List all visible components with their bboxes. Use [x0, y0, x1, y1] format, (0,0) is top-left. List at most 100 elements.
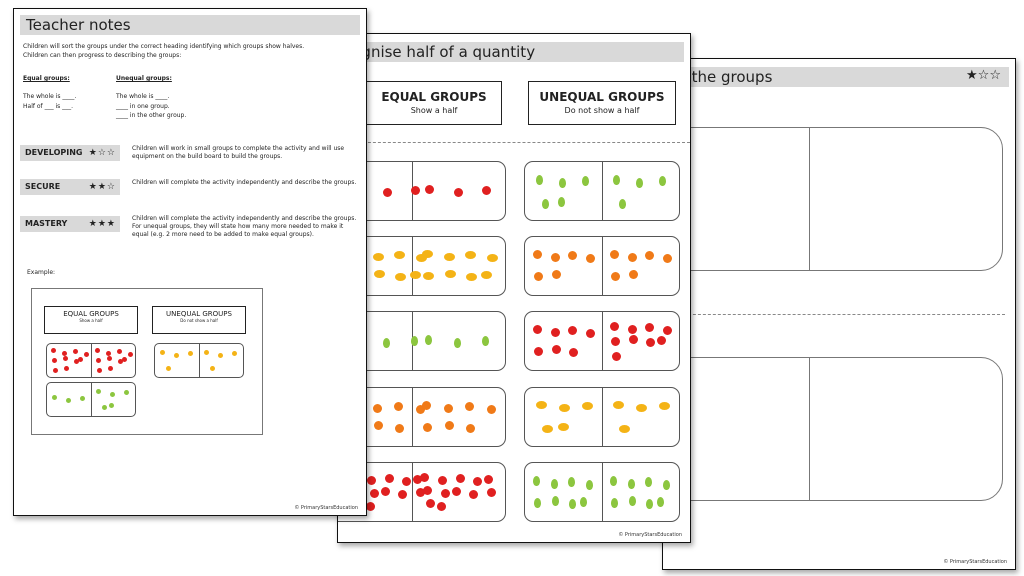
fruit-icon: [63, 366, 69, 371]
sheet-title: cognise half of a quantity: [338, 42, 684, 62]
heading: UNEQUAL GROUPS: [539, 90, 665, 104]
orange-icon: [586, 254, 596, 263]
lemon-icon: [443, 253, 455, 261]
fruit-icon: [124, 390, 129, 395]
lemon-icon: [465, 251, 477, 259]
pear-icon: [425, 335, 433, 345]
fruit-icon: [73, 359, 79, 364]
equal-groups-label: Equal groups:: [23, 75, 70, 82]
apple-icon: [440, 489, 450, 498]
apple-icon: [425, 185, 435, 194]
lemon-icon: [421, 250, 433, 258]
apple-icon: [569, 348, 579, 357]
fruit-icon: [94, 348, 100, 353]
apple-icon: [380, 487, 390, 496]
pear-icon: [551, 496, 559, 506]
apple-icon: [369, 489, 379, 498]
example-domino: [46, 382, 136, 417]
stars-icon: ★★☆: [88, 182, 116, 192]
sentence-stem: The whole is ____.: [23, 93, 77, 100]
orange-icon: [568, 251, 578, 260]
fruit-icon: [210, 366, 215, 371]
stars-icon: ★☆☆: [88, 148, 116, 158]
apple-icon: [473, 476, 483, 486]
level-description: Children will work in small groups to co…: [132, 145, 345, 160]
pear-icon: [568, 477, 576, 487]
apple-icon: [487, 488, 497, 497]
fruit-icon: [83, 352, 89, 357]
lemon-icon: [487, 254, 499, 262]
lemon-icon: [612, 401, 624, 409]
pear-icon: [663, 480, 671, 490]
lemon-icon: [618, 425, 630, 433]
fruit-icon: [109, 403, 114, 408]
pear-icon: [612, 175, 620, 185]
example-label: Example:: [27, 269, 56, 276]
pear-icon: [382, 338, 390, 348]
orange-icon: [422, 423, 432, 432]
orange-icon: [466, 424, 476, 433]
orange-icon: [373, 421, 383, 430]
apple-icon: [365, 502, 375, 512]
level-description: Children will complete the activity inde…: [132, 215, 357, 238]
build-board-box-bottom: [663, 357, 1003, 501]
worksheet-recognise-half: cognise half of a quantity EQUAL GROUPS …: [337, 33, 691, 543]
orange-icon: [645, 251, 655, 260]
lemon-icon: [466, 273, 478, 281]
fruit-icon: [96, 368, 102, 373]
apple-icon: [366, 475, 376, 485]
apple-icon: [609, 321, 619, 331]
domino-card: [524, 311, 680, 371]
apple-icon: [484, 474, 494, 484]
pear-icon: [646, 499, 654, 509]
orange-icon: [444, 421, 454, 430]
apple-icon: [469, 490, 479, 499]
pear-icon: [627, 479, 635, 489]
fruit-icon: [106, 356, 112, 361]
apple-icon: [402, 476, 412, 486]
fruit-icon: [61, 351, 67, 356]
fruit-icon: [62, 356, 68, 361]
fruit-icon: [188, 351, 193, 356]
lemon-icon: [444, 270, 456, 278]
orange-icon: [610, 272, 620, 281]
level-secure: SECURE ★★☆: [20, 179, 120, 195]
orange-icon: [394, 402, 404, 411]
pear-icon: [610, 498, 618, 508]
build-board-box-top: [663, 127, 1003, 271]
unequal-groups-label: Unequal groups:: [116, 75, 172, 82]
orange-icon: [372, 404, 382, 413]
orange-icon: [416, 405, 426, 414]
pear-icon: [550, 479, 558, 489]
subheading: Do not show a half: [564, 106, 640, 115]
apple-icon: [451, 487, 461, 496]
fruit-icon: [105, 351, 111, 356]
domino-card: [524, 462, 680, 522]
orange-icon: [663, 254, 673, 263]
fruit-icon: [174, 353, 179, 358]
domino-card: [524, 236, 680, 296]
orange-icon: [551, 270, 561, 279]
lemon-icon: [658, 402, 670, 410]
equal-groups-heading-card: EQUAL GROUPS Show a half: [366, 81, 502, 125]
lemon-icon: [557, 423, 569, 431]
sentence-stem: The whole is ____.: [116, 93, 170, 100]
unequal-groups-heading-card: UNEQUAL GROUPS Do not show a half: [528, 81, 676, 125]
apple-icon: [422, 486, 432, 495]
heading: EQUAL GROUPS: [381, 90, 487, 104]
pear-icon: [535, 175, 543, 185]
orange-icon: [609, 250, 619, 259]
dashed-divider: [338, 142, 690, 143]
dashed-divider: [663, 314, 1005, 315]
pear-icon: [658, 176, 666, 186]
lemon-icon: [535, 401, 547, 409]
apple-icon: [645, 322, 655, 332]
apple-icon: [436, 502, 446, 512]
pear-icon: [558, 178, 566, 188]
fruit-icon: [110, 392, 115, 397]
pear-icon: [586, 480, 594, 490]
apple-icon: [586, 329, 596, 338]
apple-icon: [419, 472, 429, 482]
lemon-icon: [395, 273, 407, 281]
apple-icon: [413, 474, 423, 484]
